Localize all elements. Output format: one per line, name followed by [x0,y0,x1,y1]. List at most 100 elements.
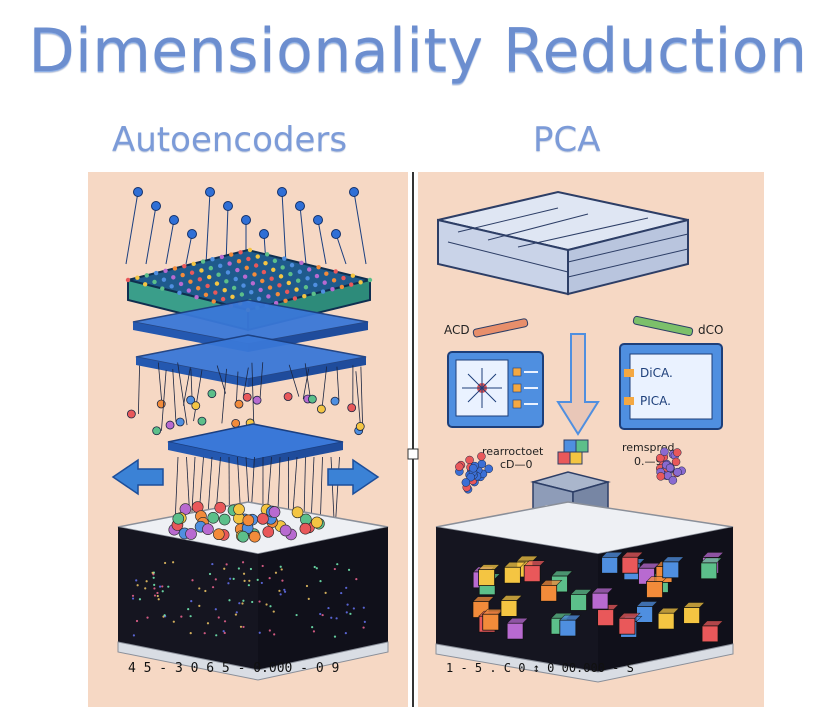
component-cube [523,565,541,583]
input-layer-dots [125,247,373,313]
latent-node [172,512,185,525]
cluster-node [660,447,669,456]
hidden-node [207,389,217,399]
input-node [241,215,251,225]
latent-node [202,523,214,535]
acd-bar [472,318,529,338]
latent-node [237,530,249,543]
hidden-node [165,420,175,430]
reconstruction-points [131,561,366,638]
hidden-node [307,394,317,404]
hidden-node [126,409,136,419]
connection-nodes [126,362,365,436]
component-cube [618,617,636,635]
input-node [187,229,197,239]
label-09: 0.—9 [634,455,663,468]
right-arrow-icon [327,458,380,496]
cluster-node [477,452,486,461]
component-cube [503,566,521,584]
autoencoder-footer: 4 5 - 3 0 6 5 - 0.000 - 0 9 [128,661,339,676]
cluster-node [665,463,675,473]
latent-node [213,528,225,541]
hidden-node [231,418,241,428]
component-cube [500,600,518,617]
component-cube [701,625,719,643]
data-clusters [455,447,686,494]
component-cube [601,556,619,574]
pca-result-card: DiCA. PICA. [619,343,723,430]
hidden-node [242,392,252,402]
cluster-node [668,476,678,485]
component-cube [506,622,524,640]
cluster-node [656,453,665,463]
label-acd: ACD [444,323,470,337]
hidden-node [355,422,365,431]
data-matrix-block [437,190,689,296]
input-nodes [125,187,367,265]
hidden-node [197,416,207,426]
encoder-layer-2 [135,334,367,387]
input-node [277,187,287,197]
hidden-node [252,395,262,405]
latent-node [291,506,304,519]
component-cube [540,584,558,602]
pca-heading: PCA [533,120,601,160]
latent-node [233,503,245,516]
latent-node [179,503,192,515]
hidden-node [234,399,244,409]
component-cube [597,609,615,627]
component-cube [559,619,577,637]
input-node [295,201,305,211]
latent-node [214,501,227,514]
down-arrow-icon [556,333,600,436]
hidden-node [186,395,196,405]
cluster-node [656,472,666,481]
cluster-node [673,467,682,477]
cluster-node [671,457,681,467]
component-cube [657,612,675,630]
card-text-pica: PICA. [640,394,671,408]
latent-node [242,514,255,527]
autoencoders-heading: Autoencoders [112,120,348,160]
component-cube [646,581,663,598]
latent-node [279,524,292,537]
pca-footer: 1 - 5 . C 0 ↕ 0 00.000 - S [446,661,634,675]
dco-bar [632,315,694,337]
principal-components-card [447,351,544,428]
hidden-node [347,403,357,413]
latent-node [268,506,281,518]
component-cube [700,562,718,580]
latent-node [299,522,312,535]
label-cd0: cD—0 [500,458,533,471]
cluster-node [461,478,471,487]
input-node [331,229,341,239]
label-dco: dCO [698,323,723,337]
component-cube [662,561,680,579]
input-node [223,201,233,211]
latent-node [207,511,219,524]
input-node [151,201,161,211]
input-node [259,229,269,239]
latent-node [248,530,261,543]
input-node [313,215,323,225]
latent-nodes [168,501,325,543]
input-node [349,187,359,197]
page-title: Dimensionality Reduction [28,16,808,86]
hidden-node [283,392,293,402]
component-cube [482,613,500,631]
hidden-node [316,404,326,414]
cluster-node [455,462,464,471]
latent-node [311,516,323,529]
component-cube [621,556,639,574]
cluster-node [484,464,494,474]
label-rearroctoet: rearroctoet [482,445,544,458]
left-arrow-icon [111,458,164,496]
component-cubes [472,551,725,643]
component-cube [683,607,701,624]
cluster-node [672,448,682,457]
latent-node [257,513,269,525]
latent-node [185,528,197,540]
component-cube [591,592,609,610]
latent-node [262,526,275,538]
hidden-node [330,396,340,406]
